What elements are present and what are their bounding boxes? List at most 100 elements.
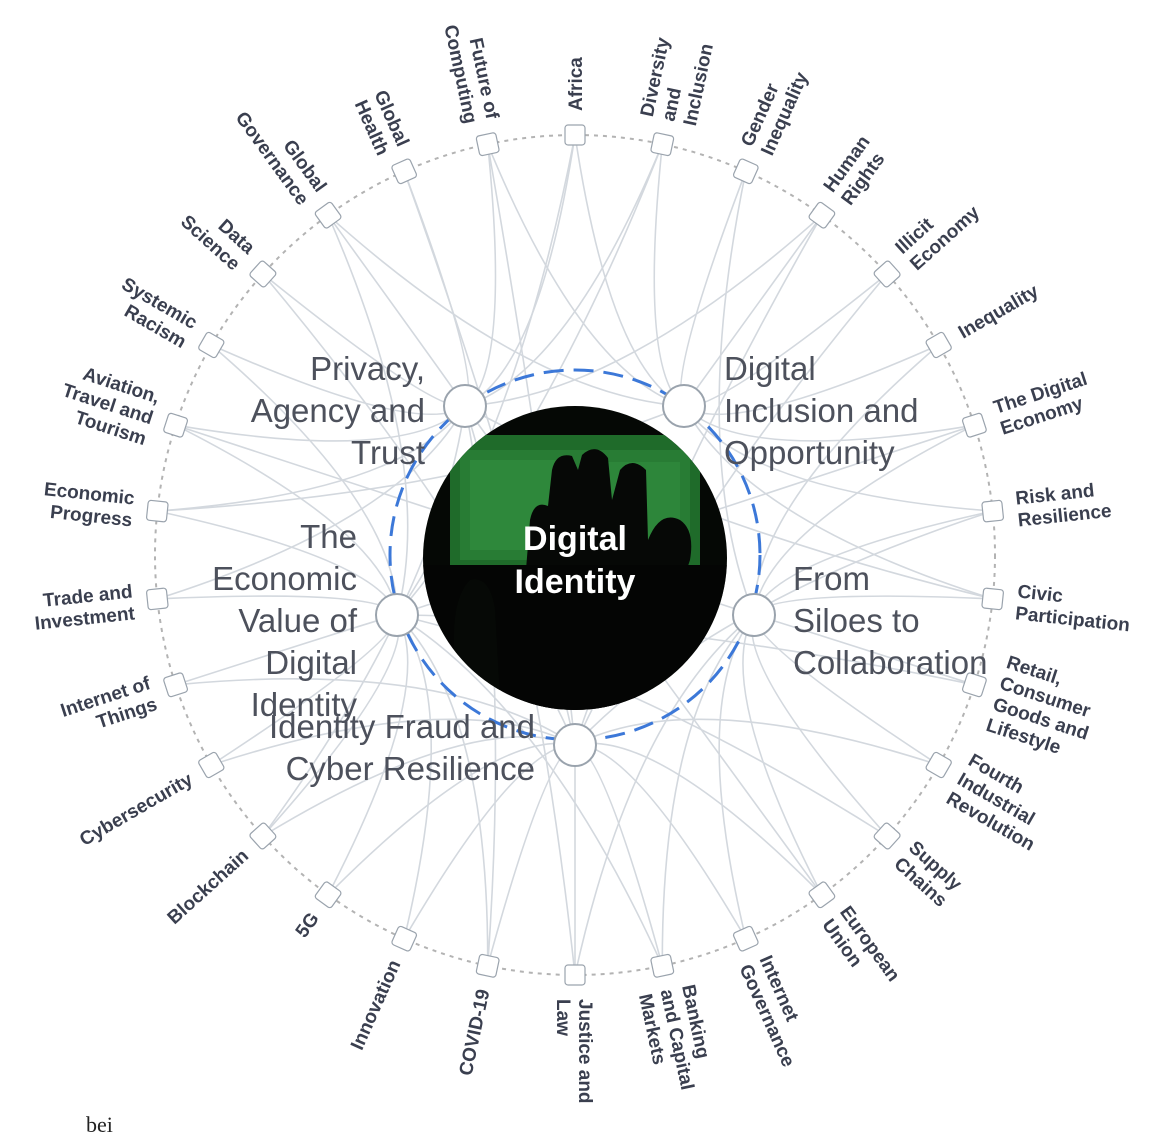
- key-issue-label-line: Collaboration: [793, 644, 987, 681]
- center-node[interactable]: Digital Identity: [420, 406, 730, 720]
- key-issue-label-line: Cyber Resilience: [286, 750, 535, 787]
- topic-node-human-rights[interactable]: [808, 201, 836, 229]
- topic-node-global-gov[interactable]: [314, 201, 342, 229]
- connection-line: [396, 614, 664, 967]
- topic-node-gender[interactable]: [732, 158, 759, 185]
- topic-node-internet-gov[interactable]: [732, 925, 759, 952]
- topic-label-line: Africa: [566, 57, 587, 111]
- key-issue-label-line: Privacy,: [310, 350, 425, 387]
- connection-line: [653, 144, 685, 407]
- topic-label-africa[interactable]: Africa: [566, 57, 587, 111]
- key-issue-node-economic[interactable]: [375, 593, 419, 637]
- topic-node-eu[interactable]: [808, 881, 836, 909]
- topic-label-gender[interactable]: GenderInequality: [737, 60, 813, 159]
- topic-node-illicit[interactable]: [873, 260, 901, 288]
- connection-line: [574, 134, 685, 407]
- key-issue-node-fraud[interactable]: [553, 723, 597, 767]
- connection-line: [464, 144, 497, 407]
- topic-node-4ir[interactable]: [925, 751, 952, 779]
- topic-node-retail[interactable]: [961, 672, 987, 698]
- topic-label-racism[interactable]: SystemicRacism: [107, 274, 201, 353]
- key-issue-node-inclusion[interactable]: [662, 384, 706, 428]
- topic-node-aviation[interactable]: [163, 412, 189, 438]
- topic-label-retail[interactable]: Retail,ConsumerGoods andLifestyle: [983, 652, 1104, 765]
- topic-node-covid[interactable]: [475, 953, 500, 978]
- topic-node-civic[interactable]: [981, 587, 1004, 611]
- topic-label-5g[interactable]: 5G: [292, 909, 324, 942]
- topic-node-justice[interactable]: [564, 964, 586, 986]
- topic-label-econ-progress[interactable]: EconomicProgress: [41, 479, 136, 531]
- topic-node-iot[interactable]: [163, 672, 189, 698]
- connection-line: [486, 143, 685, 407]
- center-title-line-1: Digital: [523, 520, 627, 558]
- topic-label-line: Inequality: [955, 281, 1043, 344]
- topic-node-trade[interactable]: [146, 587, 169, 611]
- topic-label-line: Law: [552, 999, 573, 1036]
- connection-line: [718, 171, 755, 616]
- connection-line: [157, 405, 466, 512]
- key-issue-label-line: Agency and: [251, 392, 425, 429]
- key-issue-node-silos[interactable]: [732, 593, 776, 637]
- topic-label-trade[interactable]: Trade andInvestment: [32, 581, 137, 635]
- topic-label-internet-gov[interactable]: InternetGovernance: [735, 952, 819, 1070]
- topic-node-banking[interactable]: [650, 953, 675, 978]
- key-issue-label-line: Value of: [238, 602, 357, 639]
- topic-node-5g[interactable]: [314, 881, 342, 909]
- topic-label-diversity[interactable]: DiversityandInclusion: [637, 33, 718, 128]
- topic-label-human-rights[interactable]: HumanRights: [820, 132, 893, 209]
- connection-line: [175, 678, 576, 746]
- topic-label-future-computing[interactable]: Future ofComputing: [439, 18, 502, 126]
- topic-node-data-science[interactable]: [249, 260, 277, 288]
- connection-line: [683, 405, 993, 512]
- topic-label-data-science[interactable]: DataScience: [176, 195, 258, 275]
- topic-node-econ-progress[interactable]: [146, 499, 169, 523]
- topic-node-cyber[interactable]: [198, 751, 225, 779]
- topic-node-risk[interactable]: [981, 499, 1004, 523]
- topic-label-eu[interactable]: EuropeanUnion: [817, 902, 903, 998]
- key-issue-label-line: Identity: [251, 686, 358, 723]
- topic-label-line: Inclusion: [680, 42, 718, 128]
- topic-label-cyber[interactable]: Cybersecurity: [76, 769, 197, 851]
- topic-label-blockchain[interactable]: Blockchain: [164, 845, 253, 928]
- topic-label-justice[interactable]: Justice andLaw: [552, 999, 595, 1104]
- topic-label-aviation[interactable]: Aviation,Travel andTourism: [53, 359, 163, 450]
- topic-node-inequality[interactable]: [925, 331, 952, 359]
- topic-node-supply[interactable]: [873, 822, 901, 850]
- key-issue-label-line: Opportunity: [724, 434, 895, 471]
- topic-label-illicit[interactable]: IllicitEconomy: [892, 186, 985, 275]
- topic-label-global-gov[interactable]: GlobalGovernance: [231, 95, 330, 209]
- key-issue-label-line: Trust: [351, 434, 425, 471]
- inner-ring: [388, 368, 762, 742]
- topic-node-racism[interactable]: [198, 331, 225, 359]
- topic-node-digital-economy[interactable]: [961, 412, 987, 438]
- topic-label-inequality[interactable]: Inequality: [955, 281, 1043, 344]
- topic-label-digital-economy[interactable]: The DigitalEconomy: [991, 369, 1097, 440]
- topic-label-4ir[interactable]: FourthIndustrialRevolution: [943, 750, 1061, 855]
- topic-node-innovation[interactable]: [391, 925, 418, 952]
- topic-node-global-health[interactable]: [391, 158, 418, 185]
- topic-node-africa[interactable]: [564, 124, 586, 146]
- topic-label-risk[interactable]: Risk andResilience: [1015, 479, 1113, 532]
- topic-label-iot[interactable]: Internet ofThings: [58, 673, 160, 743]
- topic-node-blockchain[interactable]: [249, 822, 277, 850]
- topic-node-diversity[interactable]: [650, 132, 675, 157]
- topic-label-covid[interactable]: COVID-19: [456, 987, 495, 1077]
- key-issue-node-privacy[interactable]: [443, 384, 487, 428]
- topic-label-innovation[interactable]: Innovation: [347, 957, 405, 1053]
- connection-line: [157, 405, 466, 600]
- topic-label-global-health[interactable]: GlobalHealth: [349, 87, 413, 159]
- topic-node-future-computing[interactable]: [475, 132, 500, 157]
- topic-label-banking[interactable]: Bankingand CapitalMarkets: [634, 983, 719, 1097]
- connection-line: [683, 405, 975, 442]
- topic-label-supply[interactable]: SupplyChains: [890, 837, 966, 912]
- center-title-line-2: Identity: [515, 563, 636, 601]
- topic-label-civic[interactable]: CivicParticipation: [1014, 582, 1133, 637]
